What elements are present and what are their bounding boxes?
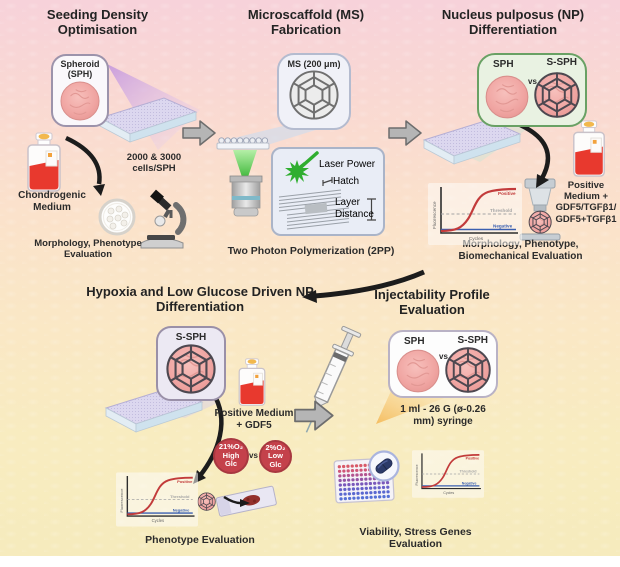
scaffold-spheroid-icon: [533, 71, 581, 119]
histology-slide-icon: [215, 485, 277, 517]
ssph-label: S-SPH: [546, 57, 577, 68]
curved-arrow: [223, 495, 250, 507]
inject-comparison-box: SPH S-SPH vs: [388, 330, 498, 398]
section-title-fabrication: Microscaffold (MS) Fabrication: [247, 7, 365, 37]
vs-label: vs: [528, 77, 537, 86]
spheroid-icon: [60, 81, 100, 121]
curved-arrow: [302, 269, 426, 303]
bottom-margin: [0, 556, 620, 567]
ms-label: MS (200 μm): [287, 59, 341, 69]
buckyball-icon: [288, 69, 340, 121]
hatch-label: Hatch: [333, 176, 360, 187]
starburst-icon: [285, 151, 319, 184]
scaffold-spheroid-icon: [444, 346, 492, 394]
spheroid-label: Spheroid (SPH): [60, 59, 100, 79]
section-title-np: Nucleus pulposus (NP) Differentiation: [441, 7, 585, 37]
condition-normoxia-badge: 21%O₂ High Glc: [213, 438, 249, 474]
hatch-mark: [322, 177, 333, 186]
media-bottle-icon: [573, 120, 605, 177]
syringe-flare-beam: [376, 391, 447, 424]
petri-dish-icon: [98, 198, 136, 236]
layer-patch: [304, 202, 328, 215]
sph-label: SPH: [493, 59, 514, 70]
media-bottle-icon: [238, 358, 266, 406]
hypoxia-medium-label: Positive Medium + GDF5: [214, 408, 294, 431]
layer-distance-mark: [367, 198, 376, 221]
qpcr-graph: [428, 183, 522, 245]
vs-label: vs: [249, 451, 258, 460]
cells-label: 2000 & 3000 cells/SPH: [126, 152, 182, 175]
curved-arrow: [65, 135, 105, 196]
laser-cone-icon: [233, 150, 257, 177]
parameters-graphics: [278, 151, 376, 230]
condition-hypoxia-badge: 2%O₂ Low Glc: [259, 440, 292, 473]
ms-substrate-strip-icon: [216, 137, 270, 150]
ssph-box: S-SPH: [156, 326, 226, 401]
laser-power-label: Laser Power: [319, 159, 376, 170]
sph-label: SPH: [404, 336, 425, 347]
spheroid-icon: [396, 349, 440, 393]
layer-distance-label: Layer Distance: [335, 197, 374, 220]
tpp-caption: Two Photon Polymerization (2PP): [227, 245, 395, 257]
section-title-inject: Injectability Profile Evaluation: [374, 287, 490, 317]
chondrogenic-medium-label: Chondrogenic Medium: [18, 190, 86, 213]
parameters-box: Laser Power Hatch Layer Distance: [271, 147, 385, 236]
evaluation-label-seeding: Morphology, Phenotype Evaluation: [34, 238, 142, 261]
section-title-seeding: Seeding Density Optimisation: [46, 7, 149, 37]
microscope-icon: [140, 189, 187, 249]
scaffold-spheroid-icon: [165, 343, 217, 395]
qpcr-graph: [412, 449, 484, 499]
media-bottle-icon: [27, 132, 61, 192]
vs-label: vs: [439, 352, 448, 361]
curved-arrow: [517, 121, 551, 188]
np-comparison-box: SPH S-SPH vs: [477, 53, 587, 127]
block-arrow-icon: [294, 400, 334, 431]
qpcr-graph: [116, 471, 198, 528]
capsule-icon: [368, 450, 400, 482]
evaluation-label-inject: Viability, Stress Genes Evaluation: [359, 526, 472, 551]
evaluation-label-hypoxia: Phenotype Evaluation: [145, 534, 255, 546]
spheroid-icon: [198, 493, 215, 510]
ssph-label: S-SPH: [457, 335, 488, 346]
np-medium-label: Positive Medium + GDF5/TGFβ1/ GDF5+TGFβ1: [555, 180, 617, 225]
block-arrow-icon: [182, 120, 216, 146]
block-arrow-icon: [388, 120, 422, 146]
objective-lens-icon: [229, 175, 263, 217]
ssph-label: S-SPH: [175, 332, 207, 343]
ms-box: MS (200 μm): [277, 53, 351, 130]
section-title-hypoxia: Hypoxia and Low Glucose Driven NP Differ…: [86, 284, 314, 314]
spheroid-box: Spheroid (SPH): [51, 54, 109, 127]
spheroid-icon: [485, 75, 529, 119]
syringe-spec-label: 1 ml - 26 G (ø-0.26 mm) syringe: [400, 404, 486, 427]
